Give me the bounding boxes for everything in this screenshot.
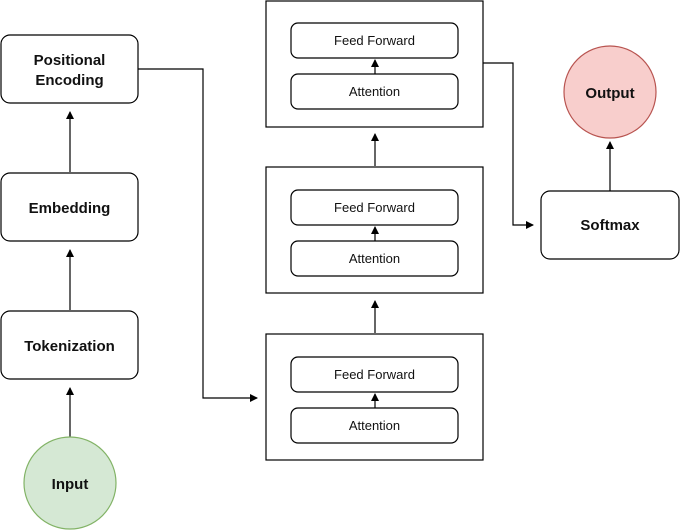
embedding-label: Embedding — [29, 200, 111, 217]
embedding-node: Embedding — [0, 172, 139, 242]
feed-forward-box-2 — [290, 189, 459, 226]
positional-encoding-label-line2: Encoding — [35, 72, 103, 89]
input-label: Input — [52, 476, 89, 493]
edge-positional-encoding-to-block-3 — [138, 68, 258, 402]
attention-label-2: Attention — [349, 251, 400, 266]
transformer-block-2: Feed Forward Attention — [265, 166, 484, 294]
tokenization-node: Tokenization — [0, 310, 139, 380]
feed-forward-box-3 — [290, 356, 459, 393]
edge-block-1-to-softmax — [483, 62, 534, 229]
positional-encoding-node: Positional Encoding — [0, 34, 139, 104]
softmax-node: Softmax — [540, 190, 680, 260]
feed-forward-box-1 — [290, 22, 459, 59]
softmax-label: Softmax — [580, 217, 640, 234]
output-label: Output — [585, 85, 634, 102]
tokenization-label: Tokenization — [24, 338, 115, 355]
output-node: Output — [563, 45, 657, 139]
feed-forward-label-2: Feed Forward — [334, 200, 415, 215]
attention-label-3: Attention — [349, 418, 400, 433]
attention-label-1: Attention — [349, 84, 400, 99]
feed-forward-label-3: Feed Forward — [334, 367, 415, 382]
input-node: Input — [23, 436, 117, 530]
transformer-block-3: Feed Forward Attention — [265, 333, 484, 461]
feed-forward-label-1: Feed Forward — [334, 33, 415, 48]
transformer-block-1: Feed Forward Attention — [265, 0, 484, 128]
positional-encoding-label-line1: Positional — [34, 52, 106, 69]
